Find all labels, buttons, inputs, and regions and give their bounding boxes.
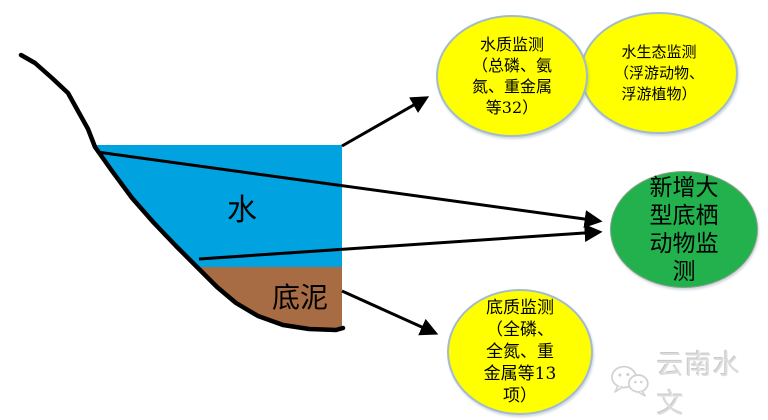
arrow-water-to-quality xyxy=(341,96,430,148)
watermark-text: 云南水文 xyxy=(656,350,741,420)
bubble-benthic-monitoring-text: 新增大 型底栖 动物监 测 xyxy=(649,174,719,285)
sediment-area xyxy=(197,267,342,330)
watermark: 云南水文 xyxy=(608,350,768,420)
arrow-sediment-to-quality xyxy=(341,289,439,336)
water-area xyxy=(95,145,342,267)
arrow-bottom-to-benthic xyxy=(198,223,603,261)
wechat-icon xyxy=(611,365,649,397)
bubble-sediment-quality-text: 底质监测 （全磷、 全氮、重 金属等13 项） xyxy=(483,298,557,406)
shoreline-curve xyxy=(18,52,346,333)
bubble-water-quality: 水质监测 （总磷、氨 氮、重金属 等32） xyxy=(436,15,588,137)
bubble-water-ecology-text: 水生态监测 （浮游动物、 浮游植物） xyxy=(613,42,704,103)
arrow-surface-to-benthic xyxy=(96,150,603,228)
bubble-benthic-monitoring: 新增大 型底栖 动物监 测 xyxy=(610,171,758,288)
bubble-water-quality-text: 水质监测 （总磷、氨 氮、重金属 等32） xyxy=(471,35,552,117)
sediment-label: 底泥 xyxy=(272,281,329,314)
water-label: 水 xyxy=(227,193,257,228)
bubble-sediment-quality: 底质监测 （全磷、 全氮、重 金属等13 项） xyxy=(447,289,593,415)
bubble-water-ecology: 水生态监测 （浮游动物、 浮游植物） xyxy=(580,12,738,134)
